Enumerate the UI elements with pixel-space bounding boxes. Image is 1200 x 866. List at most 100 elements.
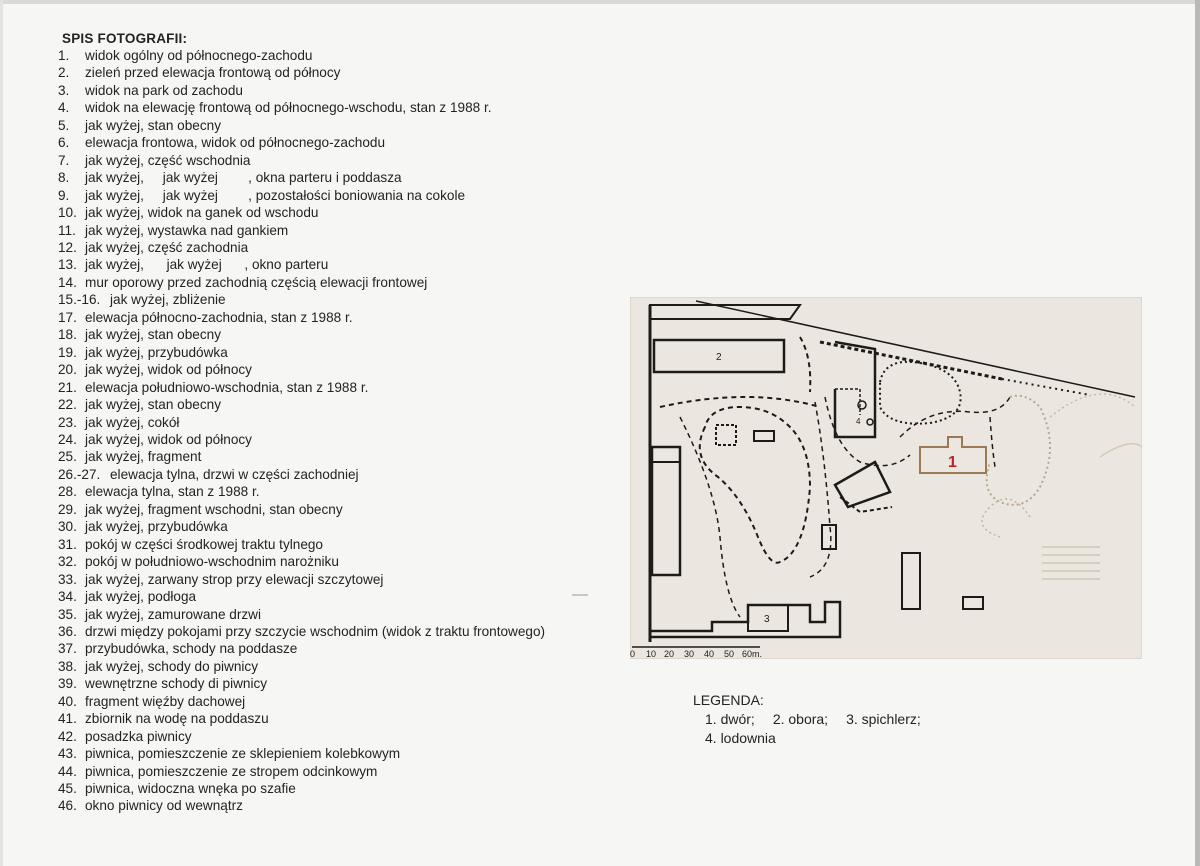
scan-edge	[0, 0, 3, 866]
list-item-text: widok na elewację frontową od północnego…	[85, 100, 492, 116]
scale-label: 0	[630, 649, 635, 659]
list-item-text: piwnica, pomieszczenie ze stropem odcink…	[85, 763, 378, 779]
list-item-text: pokój w części środkowej traktu tylnego	[85, 536, 323, 552]
list-item-number: 40.	[58, 693, 77, 709]
list-item-number: 41.	[58, 711, 77, 727]
list-item-text: jak wyżej, stan obecny	[85, 117, 222, 133]
list-item-text: jak wyżej, widok od północy	[85, 362, 252, 378]
list-item-number: 33.	[58, 571, 77, 587]
list-item: 36.drzwi między pokojami przy szczycie w…	[58, 623, 618, 640]
list-item-text: jak wyżej, przybudówka	[85, 344, 228, 360]
scale-label: 40	[704, 649, 714, 659]
list-item-number: 31.	[58, 536, 77, 552]
list-item: 31. pokój w części środkowej traktu tylne…	[58, 536, 618, 553]
list-item: 46. okno piwnicy od wewnątrz	[58, 797, 618, 814]
list-item-number: 17.	[58, 309, 77, 325]
list-item-text: piwnica, widoczna wnęka po szafie	[85, 781, 296, 797]
list-item-number: 46.	[58, 798, 77, 814]
list-item-number: 6.	[58, 135, 70, 151]
list-item: 33. jak wyżej, zarwany strop przy elewacj…	[58, 571, 618, 588]
list-item: 24. jak wyżej, widok od północy	[58, 431, 618, 448]
list-item: 37.przybudówka, schody na poddasze	[58, 640, 618, 657]
list-item-number: 42.	[58, 728, 77, 744]
list-item: 7.jak wyżej, część wschodnia	[58, 152, 618, 169]
legend-item: 1. dwór;	[705, 711, 755, 727]
legend: LEGENDA: 1. dwór;2. obora;3. spichlerz; …	[693, 691, 939, 748]
list-item-number: 14.	[58, 274, 77, 290]
legend-row: 4. lodownia	[705, 729, 939, 748]
list-item: 9. jak wyżej, jak wyżej , pozostałości bo…	[58, 187, 618, 204]
list-item: 10.jak wyżej, widok na ganek od wschodu	[58, 204, 618, 221]
list-item-text: elewacja północno-zachodnia, stan z 1988…	[85, 309, 353, 325]
list-item-text: fragment więźby dachowej	[85, 693, 246, 709]
plan-label: 4	[856, 417, 861, 426]
list-item-text: posadzka piwnicy	[85, 728, 192, 744]
list-item: 17. elewacja północno-zachodnia, stan z 1…	[58, 309, 618, 326]
list-item: 8.jak wyżej, jak wyżej , okna parteru i …	[58, 169, 618, 186]
list-item-text: jak wyżej, jak wyżej , pozostałości boni…	[85, 187, 466, 203]
list-item: 15.-16.jak wyżej, zbliżenie	[58, 291, 618, 308]
scan-mark	[572, 594, 588, 596]
list-item-text: jak wyżej, wystawka nad gankiem	[85, 222, 289, 238]
list-item: 13. jak wyżej, jak wyżej , okno parteru	[58, 256, 618, 273]
list-item-number: 38.	[58, 658, 77, 674]
list-item: 4. widok na elewację frontową od północne…	[58, 99, 618, 116]
list-item-number: 13.	[58, 257, 77, 273]
site-plan-drawing: 2 3 1 4 0 10 20 30 40 50 60m.	[630, 297, 1142, 659]
list-item-number: 2.	[58, 65, 70, 81]
legend-item: 3. spichlerz;	[846, 711, 921, 727]
list-item-number: 39.	[58, 676, 77, 692]
scale-label: 60m.	[742, 649, 762, 659]
list-item-number: 4.	[58, 100, 70, 116]
list-item: 40. fragment więźby dachowej	[58, 693, 618, 710]
list-item-text: elewacja tylna, stan z 1988 r.	[85, 484, 260, 500]
scan-edge	[1195, 0, 1200, 866]
list-item-text: jak wyżej, zarwany strop przy elewacji s…	[85, 571, 384, 587]
list-item: 11.jak wyżej, wystawka nad gankiem	[58, 222, 618, 239]
list-item-text: jak wyżej, zbliżenie	[110, 292, 226, 308]
list-item-text: przybudówka, schody na poddasze	[85, 641, 298, 657]
scale-label: 30	[684, 649, 694, 659]
list-item: 35.jak wyżej, zamurowane drzwi	[58, 606, 618, 623]
scale-label: 10	[646, 649, 656, 659]
list-item-number: 23.	[58, 414, 77, 430]
list-item: 2. zieleń przed elewacja frontową od półn…	[58, 64, 618, 81]
list-item: 12.jak wyżej, część zachodnia	[58, 239, 618, 256]
list-item-text: zieleń przed elewacja frontową od północ…	[85, 65, 341, 81]
list-item: 44.piwnica, pomieszczenie ze stropem odc…	[58, 763, 618, 780]
list-item-number: 25.	[58, 449, 77, 465]
list-item-text: jak wyżej, schody do piwnicy	[85, 658, 259, 674]
list-item-number: 28.	[58, 484, 77, 500]
list-item-text: jak wyżej, cokół	[85, 414, 180, 430]
list-item-text: jak wyżej, podłoga	[85, 589, 197, 605]
list-item: 22.jak wyżej, stan obecny	[58, 396, 618, 413]
list-item-number: 22.	[58, 397, 77, 413]
list-item: 14.mur oporowy przed zachodnią częścią e…	[58, 274, 618, 291]
list-item-number: 32.	[58, 554, 77, 570]
list-item-text: elewacja południowo-wschodnia, stan z 19…	[85, 379, 369, 395]
list-item: 23. jak wyżej, cokół	[58, 414, 618, 431]
list-item: 34. jak wyżej, podłoga	[58, 588, 618, 605]
list-item: 45.piwnica, widoczna wnęka po szafie	[58, 780, 618, 797]
list-item-text: jak wyżej, widok od północy	[85, 431, 252, 447]
list-item-text: jak wyżej, zamurowane drzwi	[85, 606, 262, 622]
list-item: 42. posadzka piwnicy	[58, 728, 618, 745]
list-item-number: 1.	[58, 48, 70, 63]
plan-label: 2	[716, 352, 722, 363]
plan-label: 1	[948, 454, 957, 471]
list-title: SPIS FOTOGRAFII:	[62, 31, 188, 46]
list-item-number: 18.	[58, 327, 77, 343]
list-item-text: piwnica, pomieszczenie ze sklepieniem ko…	[85, 746, 401, 762]
list-item-text: pokój w południowo-wschodnim narożniku	[85, 554, 339, 570]
list-item-text: jak wyżej, jak wyżej , okno parteru	[85, 257, 329, 273]
list-item: 6.elewacja frontowa, widok od północnego…	[58, 134, 618, 151]
list-item-text: jak wyżej, część zachodnia	[85, 239, 249, 255]
list-item-number: 9.	[58, 187, 70, 203]
list-item: 32. pokój w południowo-wschodnim narożnik…	[58, 553, 618, 570]
list-item-number: 24.	[58, 431, 77, 447]
list-item-text: okno piwnicy od wewnątrz	[85, 798, 243, 814]
list-item-text: jak wyżej, stan obecny	[85, 327, 222, 343]
list-item: 38. jak wyżej, schody do piwnicy	[58, 658, 545, 675]
list-item-number: 34.	[58, 589, 77, 605]
list-item-number: 30.	[58, 519, 77, 535]
